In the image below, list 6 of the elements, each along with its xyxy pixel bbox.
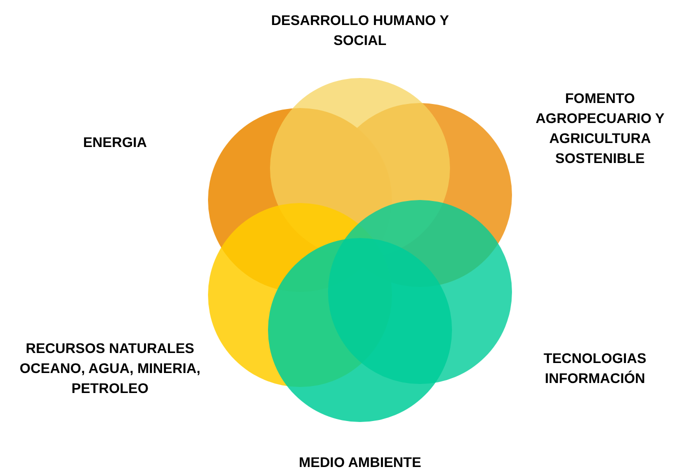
circle-label: TECNOLOGIAS INFORMACIÓN	[542, 349, 648, 388]
circle-label: DESARROLLO HUMANO Y SOCIAL	[270, 11, 450, 50]
circle-label: MEDIO AMBIENTE	[298, 453, 422, 470]
circle-label: RECURSOS NATURALES OCEANO, AGUA, MINERIA, PETROLEO	[18, 339, 202, 398]
circle-label: FOMENTO AGROPECUARIO Y AGRICULTURA SOSTENIBLE	[534, 89, 666, 168]
circle-label: ENERGIA	[82, 133, 148, 152]
